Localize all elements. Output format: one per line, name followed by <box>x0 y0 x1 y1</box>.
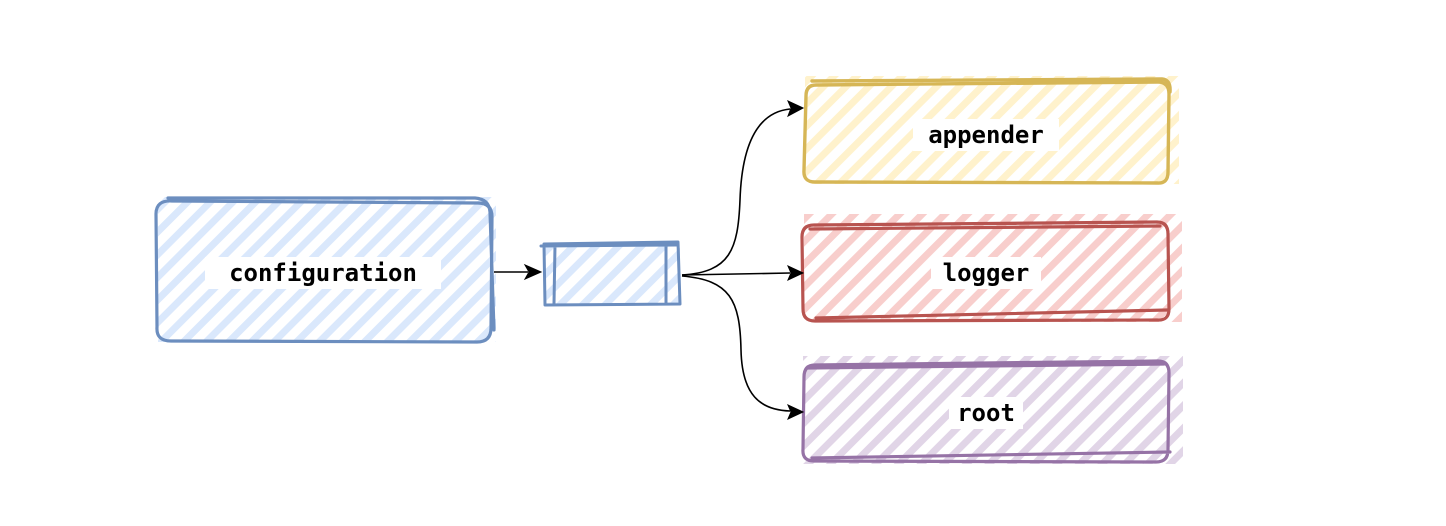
appender-label: appender <box>928 121 1044 149</box>
arrowhead-icon <box>787 403 805 421</box>
root-node-border <box>801 359 1172 464</box>
configuration-node[interactable]: configuration <box>154 196 496 344</box>
logger-label-bg <box>931 257 1041 289</box>
appender-node-border <box>802 77 1172 185</box>
logger-node[interactable]: logger <box>800 214 1182 323</box>
arrowhead-icon <box>523 263 543 281</box>
root-label: root <box>957 399 1015 427</box>
configuration-node-border <box>154 196 496 344</box>
configuration-label: configuration <box>229 259 417 287</box>
logger-label: logger <box>943 259 1030 287</box>
appender-node[interactable]: appender <box>802 76 1179 185</box>
edge-connector-to-root <box>681 275 805 421</box>
arrowhead-icon <box>787 264 805 282</box>
edge-configuration-to-connector <box>494 263 543 281</box>
edge-connector-to-appender <box>681 99 805 276</box>
configuration-label-bg <box>205 257 441 289</box>
connector-node[interactable] <box>539 240 682 307</box>
appender-label-bg <box>913 119 1059 151</box>
root-node[interactable]: root <box>801 356 1183 464</box>
logger-node-border <box>800 220 1171 323</box>
arrowhead-icon <box>787 99 805 118</box>
edge-connector-to-logger <box>681 264 805 282</box>
connector-node-border <box>539 240 682 307</box>
root-label-bg <box>949 397 1023 429</box>
